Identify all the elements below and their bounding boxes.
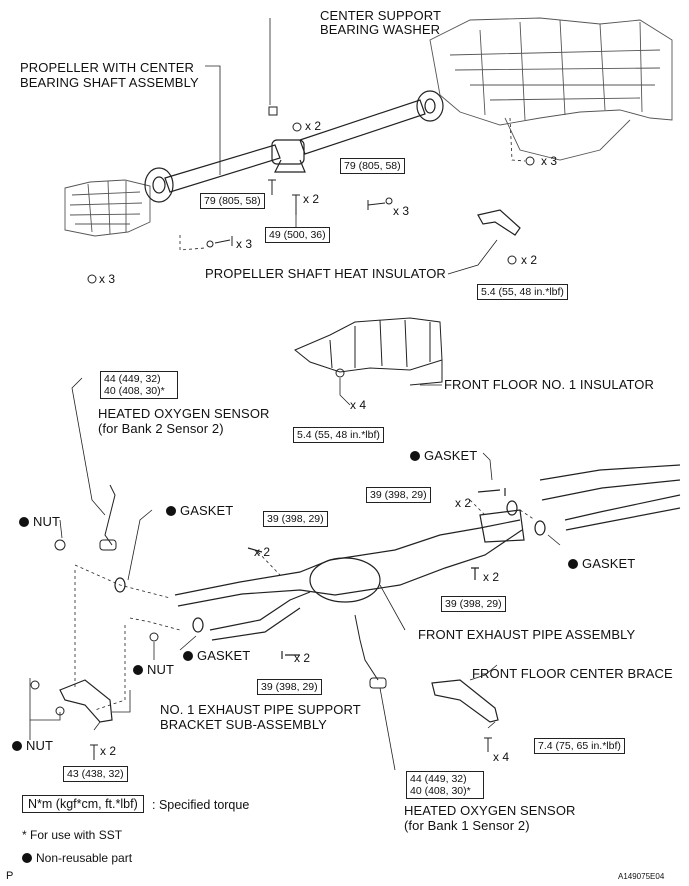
nut-mid-text: NUT (147, 662, 175, 677)
label-exhaust-bracket-1: NO. 1 EXHAUST PIPE SUPPORT (160, 702, 361, 717)
torque-box-44-bank2: 44 (449, 32) 40 (408, 30)* (100, 371, 178, 399)
torque-44-bank1-line1: 44 (449, 32) (410, 773, 467, 785)
label-center-support-washer-2: BEARING WASHER (320, 22, 441, 37)
label-propeller-2: BEARING SHAFT ASSEMBLY (20, 75, 199, 90)
legend-sst-note: * For use with SST (22, 828, 123, 842)
gasket-right-text: GASKET (582, 556, 636, 571)
propeller-hardware (87, 106, 535, 284)
nonreusable-dot (568, 559, 578, 569)
torque-box-39-top: 39 (398, 29) (366, 487, 431, 503)
exhaust-pipe-illustration (114, 464, 681, 659)
gasket-lower-text: GASKET (197, 648, 251, 663)
label-gasket-top: GASKET (410, 448, 477, 463)
label-exhaust-bracket-2: BRACKET SUB-ASSEMBLY (160, 717, 327, 732)
torque-box-43: 43 (438, 32) (63, 766, 128, 782)
label-nut-left: NUT (19, 514, 60, 529)
nonreusable-dot (19, 517, 29, 527)
qty-39-top: x 2 (455, 496, 472, 510)
torque-box-39-left: 39 (398, 29) (263, 511, 328, 527)
label-gasket-left: GASKET (166, 503, 233, 518)
label-front-floor-insulator: FRONT FLOOR NO. 1 INSULATOR (444, 377, 655, 392)
torque-box-79-right: 79 (805, 58) (340, 158, 405, 174)
gasket-left-text: GASKET (180, 503, 234, 518)
torque-box-5-4-top: 5.4 (55, 48 in.*lbf) (477, 284, 568, 300)
page-letter: P (6, 870, 14, 882)
qty-front-flange: x 3 (236, 237, 253, 251)
propeller-shaft-illustration (144, 90, 444, 203)
exhaust-bracket-illustration (59, 679, 113, 723)
label-o2-bank1-1: HEATED OXYGEN SENSOR (404, 803, 576, 818)
nut-bottom-text: NUT (26, 738, 54, 753)
qty-engine-nut: x 3 (541, 154, 558, 168)
torque-44-bank1-line2: 40 (408, 30)* (410, 785, 471, 797)
gasket-top-text: GASKET (424, 448, 478, 463)
figure-id: A149075E04 (618, 872, 665, 881)
nonreusable-dot (22, 853, 32, 863)
qty-center-bolt: x 2 (303, 192, 320, 206)
label-nut-mid: NUT (133, 662, 174, 677)
torque-box-39-lower: 39 (398, 29) (257, 679, 322, 695)
floor-insulator-illustration (294, 317, 443, 386)
torque-box-7-4: 7.4 (75, 65 in.*lbf) (534, 738, 625, 754)
oxygen-sensor-illustration (99, 484, 387, 689)
label-propeller-heat-insulator: PROPELLER SHAFT HEAT INSULATOR (205, 266, 446, 281)
qty-washer: x 2 (305, 119, 322, 133)
engine-illustration (429, 17, 673, 161)
qty-39-right: x 2 (483, 570, 500, 584)
legend-unit-box: N*m (kgf*cm, ft.*lbf) (22, 795, 144, 813)
nonreusable-dot (133, 665, 143, 675)
transmission-illustration (64, 179, 151, 237)
torque-44-bank2-line1: 44 (449, 32) (104, 373, 161, 385)
torque-box-79-left: 79 (805, 58) (200, 193, 265, 209)
heat-insulator-illustration (477, 209, 521, 236)
label-o2-bank2-2: (for Bank 2 Sensor 2) (98, 421, 224, 436)
floor-brace-illustration (431, 679, 499, 723)
torque-box-5-4-mid: 5.4 (55, 48 in.*lbf) (293, 427, 384, 443)
nonreusable-dot (183, 651, 193, 661)
qty-39-lower: x 2 (294, 651, 311, 665)
label-nut-bottom: NUT (12, 738, 53, 753)
qty-floor-insulator: x 4 (350, 398, 367, 412)
qty-brace: x 4 (493, 750, 510, 764)
qty-trans-nut: x 3 (99, 272, 116, 286)
label-front-floor-brace: FRONT FLOOR CENTER BRACE (472, 666, 673, 681)
torque-44-bank2-line2: 40 (408, 30)* (104, 385, 165, 397)
torque-box-44-bank1: 44 (449, 32) 40 (408, 30)* (406, 771, 484, 799)
qty-bracket: x 2 (100, 744, 117, 758)
label-front-exhaust-pipe: FRONT EXHAUST PIPE ASSEMBLY (418, 627, 636, 642)
label-o2-bank1-2: (for Bank 1 Sensor 2) (404, 818, 530, 833)
label-gasket-lower: GASKET (183, 648, 250, 663)
qty-insulator-bolt: x 2 (521, 253, 538, 267)
torque-box-49: 49 (500, 36) (265, 227, 330, 243)
label-center-support-washer-1: CENTER SUPPORT (320, 8, 442, 23)
label-propeller-1: PROPELLER WITH CENTER (20, 60, 195, 75)
legend-nonreusable: Non-reusable part (22, 851, 132, 865)
legend-nonreusable-text: Non-reusable part (36, 851, 133, 865)
torque-box-39-right: 39 (398, 29) (441, 596, 506, 612)
legend-unit-desc: : Specified torque (152, 798, 250, 812)
nonreusable-dot (410, 451, 420, 461)
nut-left-text: NUT (33, 514, 61, 529)
qty-rear-flange: x 3 (393, 204, 410, 218)
label-o2-bank2-1: HEATED OXYGEN SENSOR (98, 406, 270, 421)
nonreusable-dot (166, 506, 176, 516)
nonreusable-dot (12, 741, 22, 751)
label-gasket-right: GASKET (568, 556, 635, 571)
qty-39-left: x 2 (254, 545, 271, 559)
